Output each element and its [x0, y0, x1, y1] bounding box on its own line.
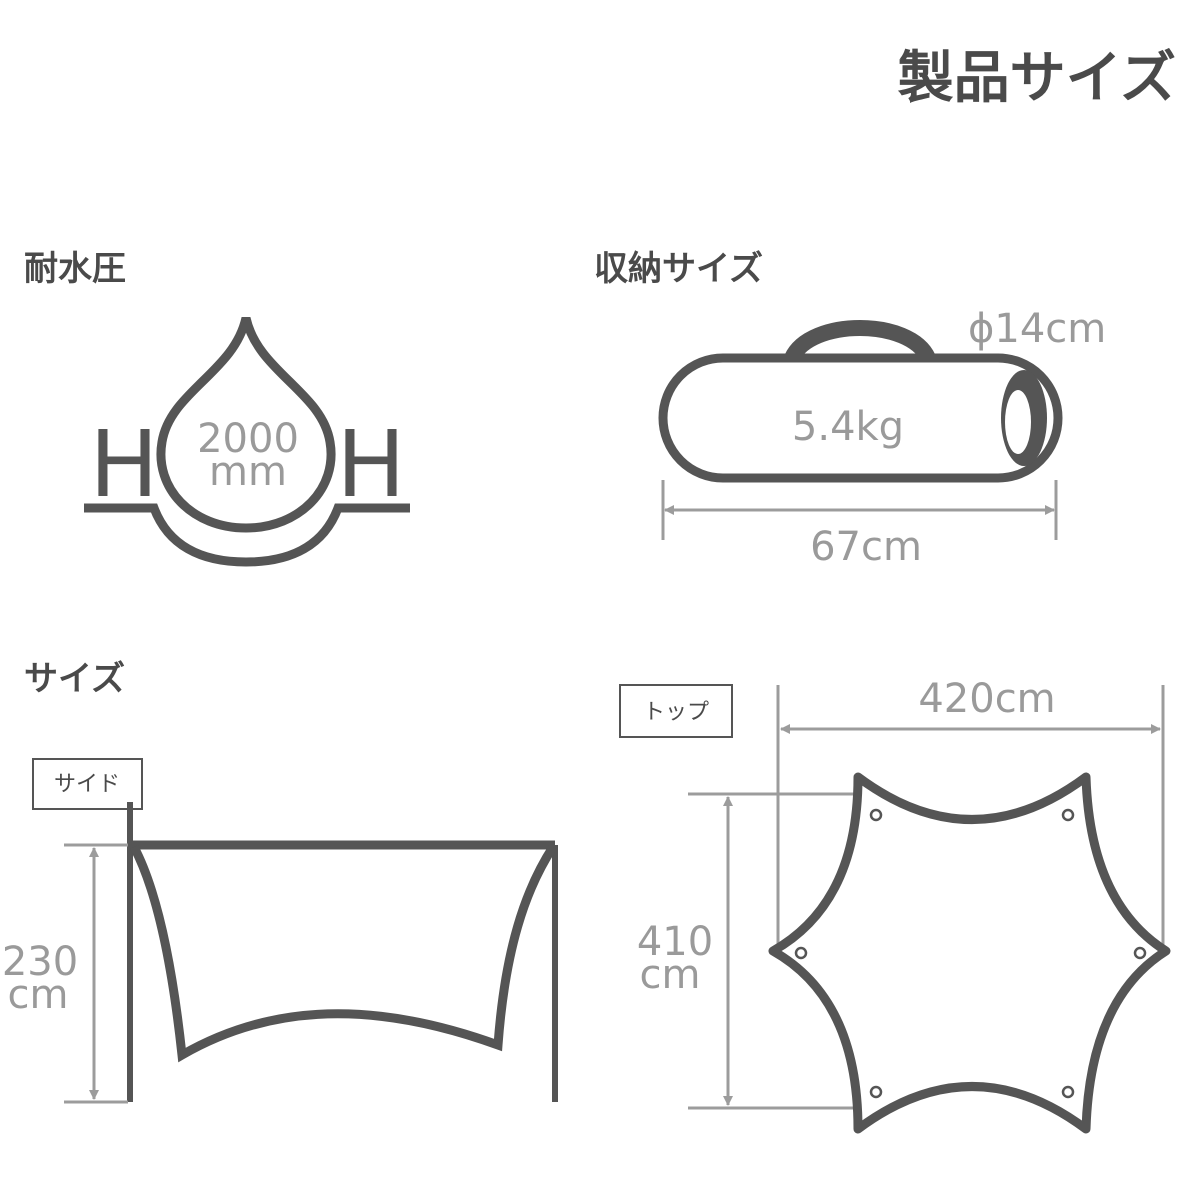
side-view-tag-label: サイド [54, 772, 120, 797]
top-width-dimension [776, 685, 1165, 948]
h-right-letter: H [336, 411, 405, 518]
side-view-poles-and-tarp [127, 802, 558, 1102]
size-heading: サイズ [24, 659, 125, 699]
side-height-unit: cm [8, 972, 69, 1018]
water-pressure-value: 2000 [197, 416, 299, 462]
side-height-dimension [64, 843, 128, 1104]
storage-bag-icon [658, 320, 1063, 483]
storage-diameter: ϕ14cm [968, 306, 1106, 352]
top-width-value: 420cm [918, 676, 1055, 722]
top-depth-value: 410 [637, 919, 713, 965]
storage-length: 67cm [810, 524, 922, 570]
side-view-tag [32, 758, 143, 810]
water-pressure-unit: mm [209, 449, 287, 495]
page-title: 製品サイズ [898, 46, 1176, 111]
top-view-tag [619, 684, 733, 738]
top-view-hexagon-tarp [768, 772, 1171, 1134]
water-drop-icon [84, 316, 410, 567]
top-depth-dimension [688, 792, 860, 1110]
storage-size-heading: 収納サイズ [594, 249, 763, 289]
storage-length-dimension [661, 480, 1058, 540]
side-height-value: 230 [2, 939, 78, 985]
h-left-letter: H [89, 411, 158, 518]
storage-weight: 5.4kg [792, 404, 904, 450]
side-view-tarp [127, 802, 555, 850]
top-depth-unit: cm [640, 952, 701, 998]
top-view-tag-label: トップ [643, 700, 709, 725]
water-pressure-heading: 耐水圧 [24, 249, 126, 289]
